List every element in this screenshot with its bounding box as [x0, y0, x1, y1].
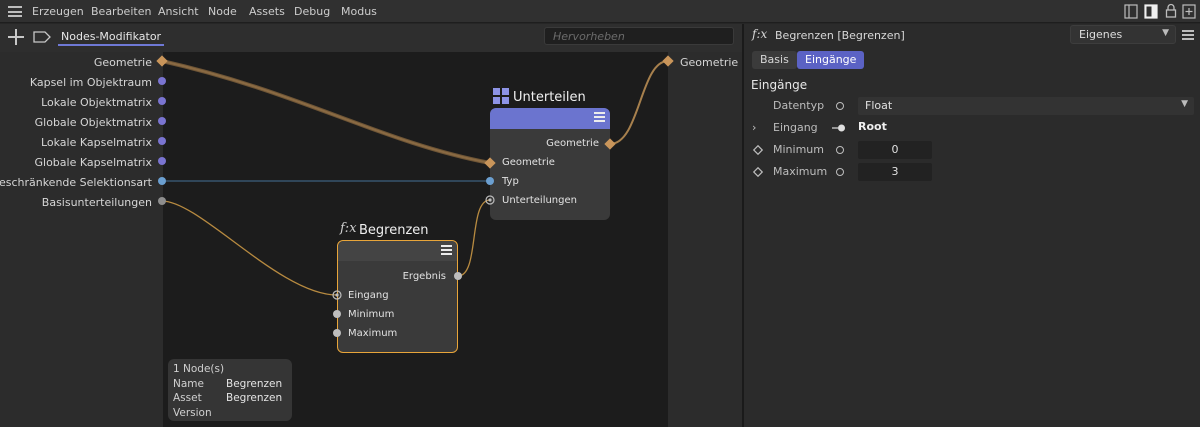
port-label-begrenzen-eingang: Eingang: [348, 290, 389, 301]
prop-row-eingang: › Eingang Root: [744, 118, 1200, 138]
info-count: 1 Node(s): [173, 363, 225, 375]
node-begrenzen[interactable]: Ergebnis Eingang Minimum Maximum: [337, 240, 458, 353]
menu-debug[interactable]: Debug: [294, 5, 331, 18]
menu-bearbeiten[interactable]: Bearbeiten: [91, 5, 152, 18]
chevron-down-icon: ▼: [1162, 28, 1169, 38]
node-header-unterteilen[interactable]: [490, 108, 610, 129]
attribute-header: f:x Begrenzen [Begrenzen] Eigenes ▼: [744, 24, 1200, 48]
eingang-value: Root: [858, 120, 887, 133]
prop-row-datentyp: Datentyp Float ▼: [744, 96, 1200, 116]
tab-nodes-modifikator[interactable]: Nodes-Modifikator: [58, 28, 165, 46]
animate-circle-icon[interactable]: [836, 168, 844, 176]
menu-bar: Erzeugen Bearbeiten Ansicht Node Assets …: [0, 0, 1200, 23]
prop-row-minimum: Minimum 0: [744, 140, 1200, 160]
node-title-begrenzen: Begrenzen: [359, 223, 429, 238]
node-unterteilen[interactable]: Geometrie Geometrie Typ Unterteilungen: [490, 108, 610, 220]
menu-ansicht[interactable]: Ansicht: [158, 5, 199, 18]
lock-icon[interactable]: [1164, 3, 1178, 18]
prop-row-maximum: Maximum 3: [744, 162, 1200, 182]
input-port-lokale-objektmatrix: Lokale Objektmatrix: [41, 96, 152, 109]
connected-port-icon[interactable]: [832, 123, 846, 133]
highlight-search: [544, 27, 734, 45]
panel-divider[interactable]: [742, 24, 744, 427]
port-label-unterteilen-typ: Typ: [502, 176, 519, 187]
prop-label-minimum: Minimum: [773, 143, 824, 156]
diamond-keyframe-icon[interactable]: [752, 144, 764, 156]
tab-eingaenge[interactable]: Eingänge: [797, 51, 865, 69]
maximum-input[interactable]: 3: [858, 163, 932, 181]
chevron-down-icon: ▼: [1181, 99, 1188, 109]
input-port-lokale-kapselmatrix: Lokale Kapselmatrix: [40, 136, 152, 149]
menu-assets[interactable]: Assets: [249, 5, 285, 18]
grid-icon: [493, 88, 509, 104]
diamond-keyframe-icon[interactable]: [752, 166, 764, 178]
new-panel-icon[interactable]: [1182, 4, 1196, 19]
prop-label-eingang: Eingang: [773, 121, 818, 134]
mode-select-value: Eigenes: [1079, 28, 1123, 41]
prop-label-maximum: Maximum: [773, 165, 828, 178]
port-label-begrenzen-minimum: Minimum: [348, 309, 395, 320]
port-label-unterteilen-geometrie-out: Geometrie: [546, 138, 599, 149]
fx-icon: f:x: [752, 27, 768, 41]
port-label-unterteilen-geometrie-in: Geometrie: [502, 157, 555, 168]
menu-node[interactable]: Node: [208, 5, 237, 18]
datentyp-select[interactable]: Float ▼: [858, 97, 1194, 115]
datentyp-value: Float: [865, 99, 893, 112]
info-version: Version: [173, 406, 212, 419]
input-port-kapsel-objektraum: Kapsel im Objektraum: [29, 76, 152, 89]
node-editor-toolbar: Nodes-Modifikator: [0, 24, 742, 52]
panel-layout-icon[interactable]: [1124, 4, 1138, 19]
panel-layout-active-icon[interactable]: [1144, 4, 1158, 19]
input-port-basisunterteilungen: Basisunterteilungen: [41, 196, 152, 209]
port-label-begrenzen-ergebnis: Ergebnis: [402, 271, 446, 282]
hamburger-menu-icon[interactable]: [8, 6, 22, 17]
menu-modus[interactable]: Modus: [341, 5, 377, 18]
highlight-search-input[interactable]: [545, 28, 733, 44]
port-label-unterteilen-unterteilungen: Unterteilungen: [502, 195, 577, 206]
tab-basis[interactable]: Basis: [752, 51, 797, 69]
node-graph[interactable]: Geometrie Kapsel im Objektraum Lokale Ob…: [0, 52, 742, 427]
animate-circle-icon[interactable]: [836, 146, 844, 154]
input-port-selektionsart: Beschränkende Selektionsart: [0, 176, 152, 189]
node-menu-icon[interactable]: [441, 245, 452, 256]
tag-icon[interactable]: [33, 31, 51, 43]
add-node-plus-icon[interactable]: [8, 29, 24, 45]
menu-erzeugen[interactable]: Erzeugen: [32, 5, 84, 18]
input-port-geometrie: Geometrie: [93, 56, 152, 69]
input-port-globale-objektmatrix: Globale Objektmatrix: [34, 116, 152, 129]
output-port-geometrie: Geometrie: [680, 56, 739, 69]
animate-circle-icon[interactable]: [836, 102, 844, 110]
attribute-panel: f:x Begrenzen [Begrenzen] Eigenes ▼ Basi…: [744, 24, 1200, 427]
node-header-begrenzen[interactable]: [338, 241, 457, 261]
graph-outputs-panel: Geometrie: [668, 52, 742, 427]
fx-icon: f:x: [340, 221, 357, 236]
chevron-right-icon[interactable]: ›: [752, 121, 757, 134]
node-title-unterteilen: Unterteilen: [513, 90, 586, 105]
mode-select[interactable]: Eigenes ▼: [1070, 25, 1176, 44]
input-port-globale-kapselmatrix: Globale Kapselmatrix: [34, 156, 152, 169]
section-title-eingaenge: Eingänge: [751, 78, 808, 92]
attribute-title: Begrenzen [Begrenzen]: [775, 29, 905, 42]
prop-label-datentyp: Datentyp: [773, 99, 825, 112]
port-label-begrenzen-maximum: Maximum: [348, 328, 398, 339]
attribute-menu-icon[interactable]: [1182, 30, 1194, 40]
graph-inputs-panel: Geometrie Kapsel im Objektraum Lokale Ob…: [0, 52, 163, 427]
minimum-input[interactable]: 0: [858, 141, 932, 159]
node-menu-icon[interactable]: [594, 112, 605, 123]
